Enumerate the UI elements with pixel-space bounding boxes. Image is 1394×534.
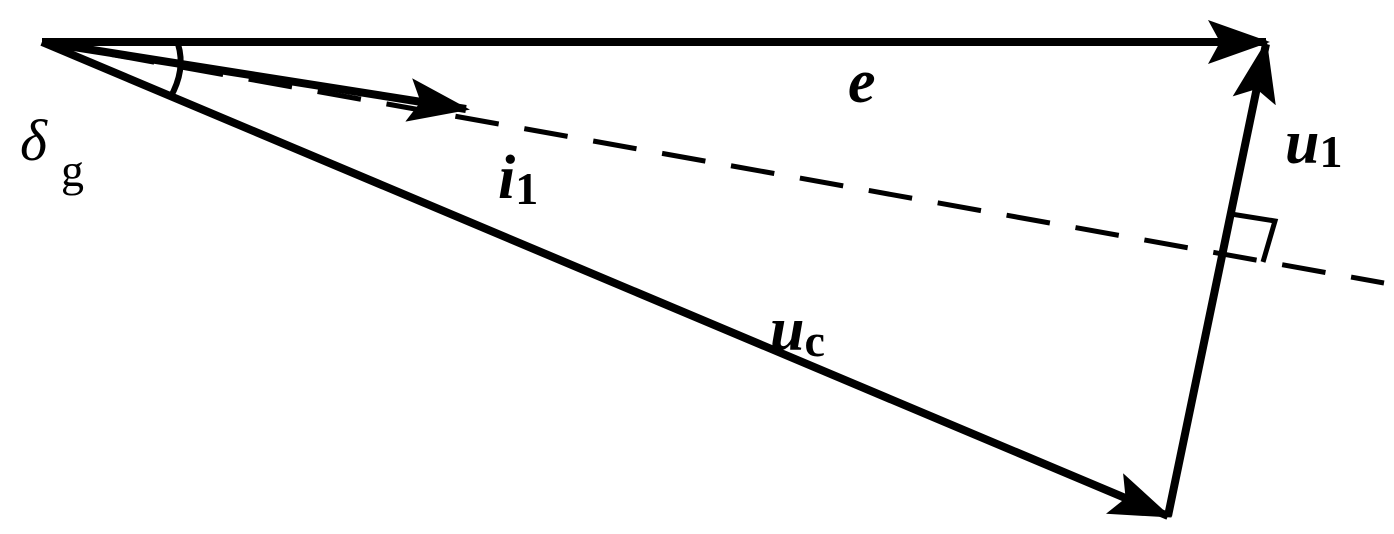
label-uc: uc xyxy=(770,296,825,366)
current-reference-dashed-line xyxy=(41,39,1385,286)
vector-uc-arrow xyxy=(40,38,1172,520)
label-i1: i1 xyxy=(498,144,538,214)
right-angle-marker xyxy=(1230,211,1279,263)
label-e: e xyxy=(848,48,876,116)
angle-arc xyxy=(167,43,184,100)
vector-i1-arrow xyxy=(41,38,470,122)
vector-u1-arrow xyxy=(1164,40,1276,517)
label-u1: u1 xyxy=(1285,109,1342,177)
